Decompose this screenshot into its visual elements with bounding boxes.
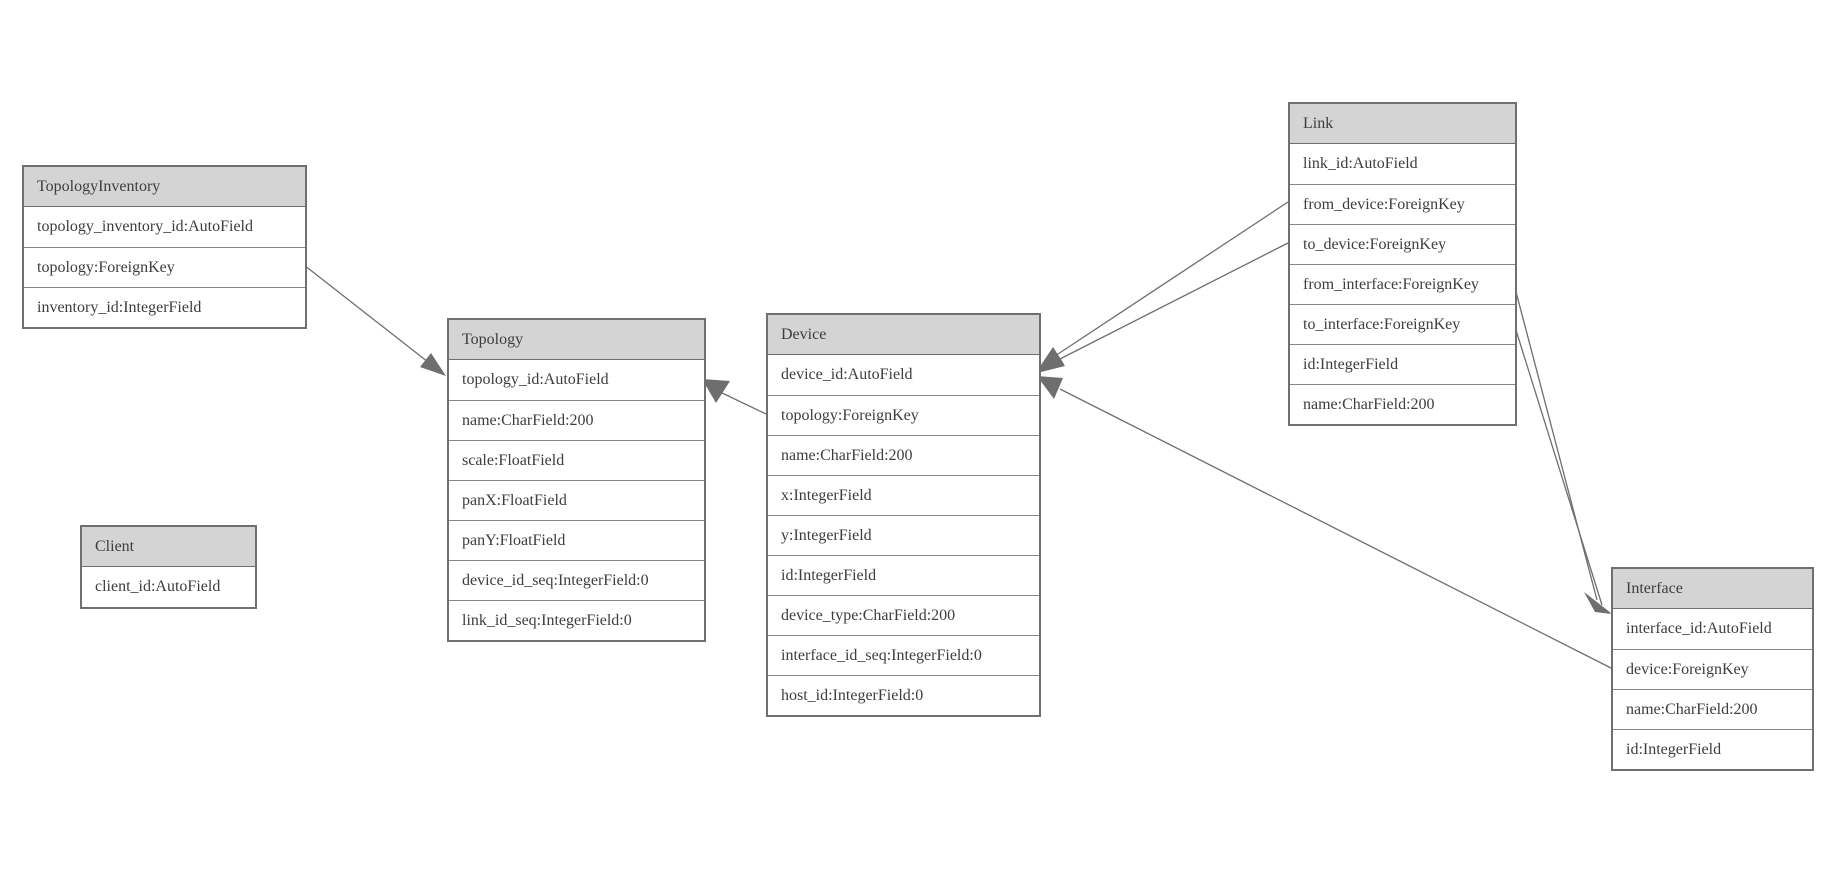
field-row: id:IntegerField [768,555,1039,595]
field-row: id:IntegerField [1613,729,1812,769]
edge-arrowhead-interface-device-device [1037,376,1063,399]
field-row: from_interface:ForeignKey [1290,264,1515,304]
edge-line-link-todevice-device [1057,242,1289,361]
edge-arrowhead-link-todevice-device [1037,350,1065,373]
field-row: id:IntegerField [1290,344,1515,384]
field-row: from_device:ForeignKey [1290,184,1515,224]
table-title: Device [768,315,1039,355]
field-row: device_id:AutoField [768,355,1039,395]
edge-line-topologyinventory-topology [303,264,429,363]
field-row: scale:FloatField [449,440,704,480]
field-row: x:IntegerField [768,475,1039,515]
field-row: y:IntegerField [768,515,1039,555]
edge-line-link-fromdevice-device [1054,201,1289,357]
edge-arrowhead-topologyinventory-topology [420,353,446,376]
field-row: topology_inventory_id:AutoField [24,207,305,247]
field-row: name:CharField:200 [449,400,704,440]
edge-line-interface-device-device [1059,388,1612,669]
field-row: device:ForeignKey [1613,649,1812,689]
table-title: Topology [449,320,704,360]
field-row: topology:ForeignKey [24,247,305,287]
edge-arrowhead-device-topology [702,379,730,403]
field-row: topology:ForeignKey [768,395,1039,435]
edge-arrowhead-link-frominterface-interface [1584,592,1611,613]
field-row: interface_id_seq:IntegerField:0 [768,635,1039,675]
field-row: name:CharField:200 [1290,384,1515,424]
table-title: Interface [1613,569,1812,609]
field-row: to_device:ForeignKey [1290,224,1515,264]
field-row: name:CharField:200 [1613,689,1812,729]
field-row: name:CharField:200 [768,435,1039,475]
table-title: TopologyInventory [24,167,305,207]
field-row: client_id:AutoField [82,567,255,607]
field-row: device_id_seq:IntegerField:0 [449,560,704,600]
field-row: to_interface:ForeignKey [1290,304,1515,344]
edge-line-link-frominterface-interface [1514,287,1598,601]
field-row: panX:FloatField [449,480,704,520]
edge-arrowhead-link-tointerface-interface [1586,595,1611,614]
field-row: link_id:AutoField [1290,144,1515,184]
field-row: device_type:CharField:200 [768,595,1039,635]
field-row: topology_id:AutoField [449,360,704,400]
field-row: link_id_seq:IntegerField:0 [449,600,704,640]
table-title: Link [1290,104,1515,144]
edge-line-link-tointerface-interface [1514,326,1603,606]
table-title: Client [82,527,255,567]
field-row: panY:FloatField [449,520,704,560]
field-row: inventory_id:IntegerField [24,287,305,327]
field-row: interface_id:AutoField [1613,609,1812,649]
field-row: host_id:IntegerField:0 [768,675,1039,715]
edge-line-device-topology [719,391,767,415]
